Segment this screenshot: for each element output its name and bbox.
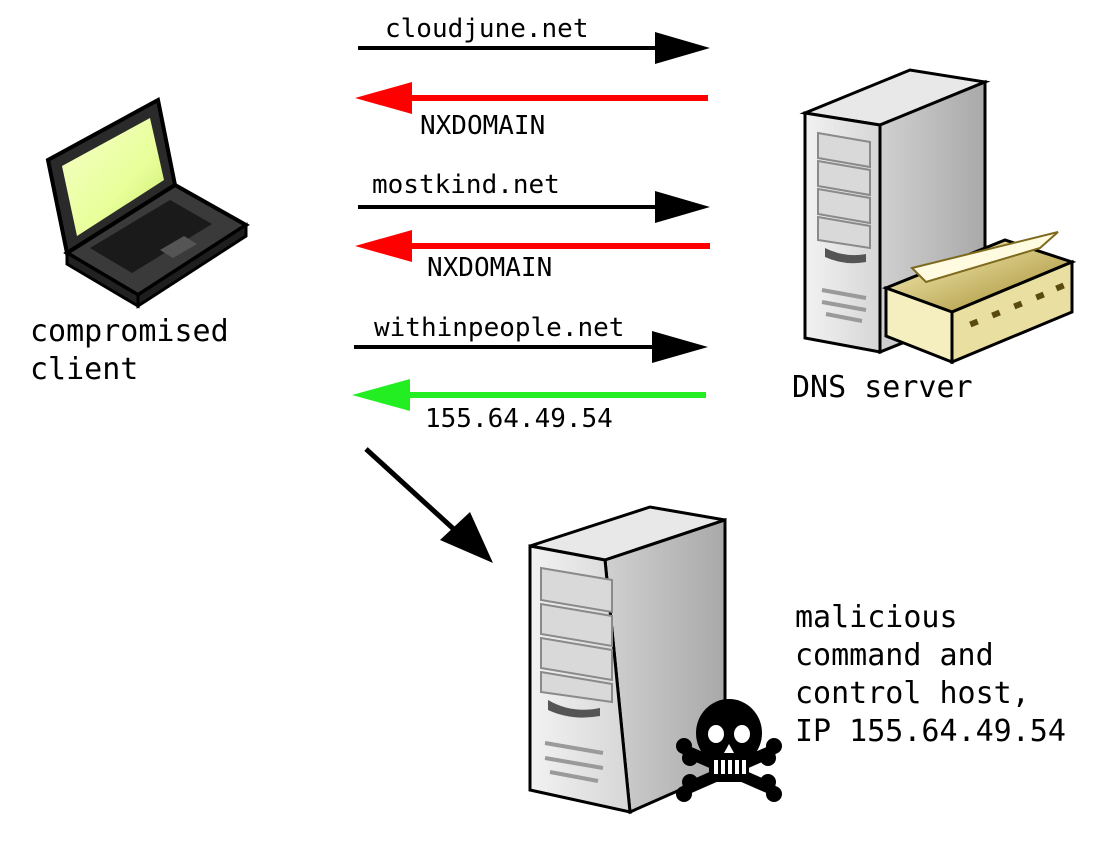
dns-exchange-3: withinpeople.net 155.64.49.54 bbox=[352, 313, 708, 434]
server-icon bbox=[528, 505, 727, 815]
query-domain-label: cloudjune.net bbox=[385, 14, 589, 44]
c2-label-line-3: control host, bbox=[795, 676, 1030, 711]
response-arrowhead bbox=[355, 82, 412, 114]
skull-crossbones-icon bbox=[676, 699, 782, 802]
response-label: 155.64.49.54 bbox=[425, 404, 613, 434]
c2-label-line-2: command and bbox=[795, 638, 994, 673]
query-domain-label: withinpeople.net bbox=[374, 313, 624, 343]
database-book-icon bbox=[881, 231, 1077, 365]
laptop-icon bbox=[45, 96, 250, 309]
dns-server-label: DNS server bbox=[792, 370, 973, 405]
response-arrowhead bbox=[352, 379, 410, 411]
connect-to-c2-arrow bbox=[364, 447, 493, 563]
dns-exchange-1: cloudjune.net NXDOMAIN bbox=[355, 14, 710, 141]
response-arrowhead bbox=[355, 230, 412, 262]
c2-label: malicious command and control host, IP 1… bbox=[795, 600, 1066, 749]
dns-exchange-2: mostkind.net NXDOMAIN bbox=[355, 170, 710, 283]
response-label: NXDOMAIN bbox=[420, 111, 545, 141]
c2-label-line-1: malicious bbox=[795, 600, 958, 635]
client-label-line-1: compromised bbox=[30, 314, 229, 349]
response-label: NXDOMAIN bbox=[427, 253, 552, 283]
client-label-line-2: client bbox=[30, 352, 138, 387]
query-arrowhead bbox=[655, 32, 710, 64]
query-domain-label: mostkind.net bbox=[372, 170, 560, 200]
c2-label-line-4: IP 155.64.49.54 bbox=[795, 714, 1066, 749]
query-arrowhead bbox=[655, 191, 710, 223]
client-label: compromised client bbox=[30, 314, 247, 387]
query-arrowhead bbox=[652, 331, 708, 363]
